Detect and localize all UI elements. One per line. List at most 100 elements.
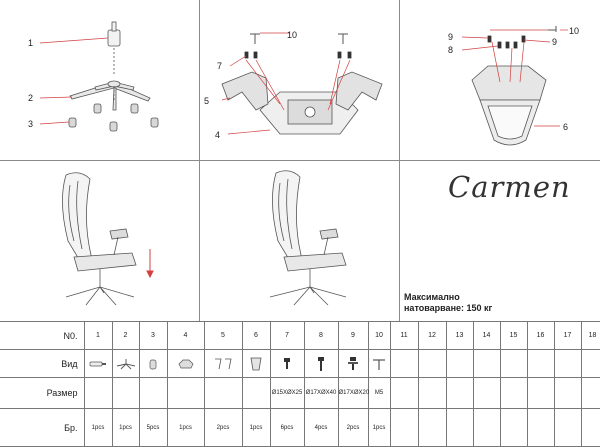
cell-qty: 1pcs — [367, 408, 391, 447]
cell-qty: 4pcs — [303, 408, 339, 447]
armrest-left-icon — [221, 71, 269, 111]
base-assembly-panel: 1 2 3 — [0, 0, 199, 160]
chair-view-panel — [200, 161, 399, 321]
table-row-name: Вид — [0, 349, 600, 378]
cell-size — [389, 377, 419, 409]
chair-view-panel — [0, 161, 199, 321]
seat-mechanism-icon — [166, 349, 205, 378]
bolt-short-icon — [269, 349, 305, 378]
cell-no: 12 — [417, 321, 447, 350]
cell-qty: 2pcs — [203, 408, 243, 447]
cell-no: 2 — [111, 321, 140, 350]
callout-1: 1 — [28, 38, 34, 48]
cell-size — [580, 377, 600, 409]
empty-cell — [472, 349, 501, 378]
empty-cell — [445, 349, 474, 378]
cell-size — [111, 377, 140, 409]
callout-10: 10 — [569, 26, 580, 36]
bolt-long-icon — [303, 349, 339, 378]
bolt-washer-icon — [337, 349, 369, 378]
allen-key-icon — [250, 33, 348, 44]
chair-final-drawing — [269, 170, 347, 306]
cell-no: 5 — [203, 321, 243, 350]
cell-qty: 1pcs — [111, 408, 140, 447]
cell-no: 4 — [166, 321, 205, 350]
armrest-assembly-panel: 10 7 5 4 — [200, 0, 399, 160]
armrest-pair-icon — [203, 349, 243, 378]
callout-9: 9 — [552, 37, 558, 47]
callout-8: 8 — [448, 45, 454, 55]
cell-qty — [553, 408, 582, 447]
cell-no: 9 — [337, 321, 369, 350]
cell-size — [138, 377, 168, 409]
row-label-quantity: Бр. — [0, 408, 85, 447]
cell-qty — [526, 408, 555, 447]
cell-no: 13 — [445, 321, 474, 350]
callout-3: 3 — [28, 119, 34, 129]
cell-no: 7 — [269, 321, 305, 350]
gas-lift-icon — [83, 349, 113, 378]
bolt-icon — [244, 51, 352, 59]
cell-qty: 2pcs — [337, 408, 369, 447]
max-load-line1: Максимално — [404, 292, 460, 302]
caster-icon — [68, 103, 159, 132]
arrow-down-icon — [146, 249, 154, 279]
armrest-right-icon — [335, 71, 383, 111]
empty-cell — [580, 349, 600, 378]
cell-no: 6 — [241, 321, 271, 350]
cell-size: Ø15XØX25 — [269, 377, 305, 409]
cell-no: 1 — [83, 321, 113, 350]
brand-wordmark: Carmen — [448, 170, 571, 204]
empty-cell — [389, 349, 419, 378]
cell-qty: 1pcs — [83, 408, 113, 447]
cell-size — [83, 377, 113, 409]
cell-size: Ø17XØX20 — [337, 377, 369, 409]
table-row-quantity: Бр. 1pcs 1pcs 5pcs 1pcs 2pcs 1pcs 6pcs 4… — [0, 408, 600, 447]
cell-no: 3 — [138, 321, 168, 350]
empty-cell — [417, 349, 447, 378]
cell-size — [203, 377, 243, 409]
cell-size: M5 — [367, 377, 391, 409]
empty-cell — [499, 349, 528, 378]
row-label-size: Размер — [0, 377, 85, 409]
cell-size — [526, 377, 555, 409]
cell-qty: 1pcs — [241, 408, 271, 447]
cell-qty: 6pcs — [269, 408, 305, 447]
bolt-icon — [487, 35, 526, 49]
star-base-icon — [69, 80, 151, 111]
max-load-line2: натоварване: 150 кг — [404, 303, 493, 313]
cell-no: 18 — [580, 321, 600, 350]
callout-4: 4 — [215, 130, 221, 140]
cell-qty: 5pcs — [138, 408, 168, 447]
max-load-note: Максимално натоварване: 150 кг — [404, 292, 594, 314]
cell-size — [417, 377, 447, 409]
row-label-name: Вид — [0, 349, 85, 378]
base-assembly-drawing — [39, 21, 159, 132]
table-row-size: Размер Ø15XØX25 Ø17XØX40 Ø17XØX20 M5 — [0, 377, 600, 409]
table-row-number: N0. 1 2 3 4 5 6 7 8 9 10 11 12 13 14 15 … — [0, 321, 600, 350]
allen-key-icon — [367, 349, 391, 378]
caster-icon — [138, 349, 168, 378]
allen-key-icon — [548, 26, 557, 32]
cell-no: 16 — [526, 321, 555, 350]
panel-divider — [0, 160, 600, 161]
empty-cell — [526, 349, 555, 378]
star-base-icon — [111, 349, 140, 378]
mechanism-panel: 10 9 9 8 6 — [400, 0, 600, 160]
callout-9: 9 — [448, 32, 454, 42]
cell-qty — [472, 408, 501, 447]
parts-table: N0. 1 2 3 4 5 6 7 8 9 10 11 12 13 14 15 … — [0, 321, 600, 447]
cell-qty — [445, 408, 474, 447]
cell-qty — [417, 408, 447, 447]
cell-qty: 1pcs — [166, 408, 205, 447]
cell-no: 10 — [367, 321, 391, 350]
callout-2: 2 — [28, 93, 34, 103]
cell-no: 11 — [389, 321, 419, 350]
cell-size — [499, 377, 528, 409]
gas-lift-icon — [107, 21, 121, 76]
header-number-label: N0. — [63, 330, 78, 341]
cell-size — [472, 377, 501, 409]
backrest-cover-icon — [241, 349, 271, 378]
cell-size — [241, 377, 271, 409]
cell-qty — [580, 408, 600, 447]
